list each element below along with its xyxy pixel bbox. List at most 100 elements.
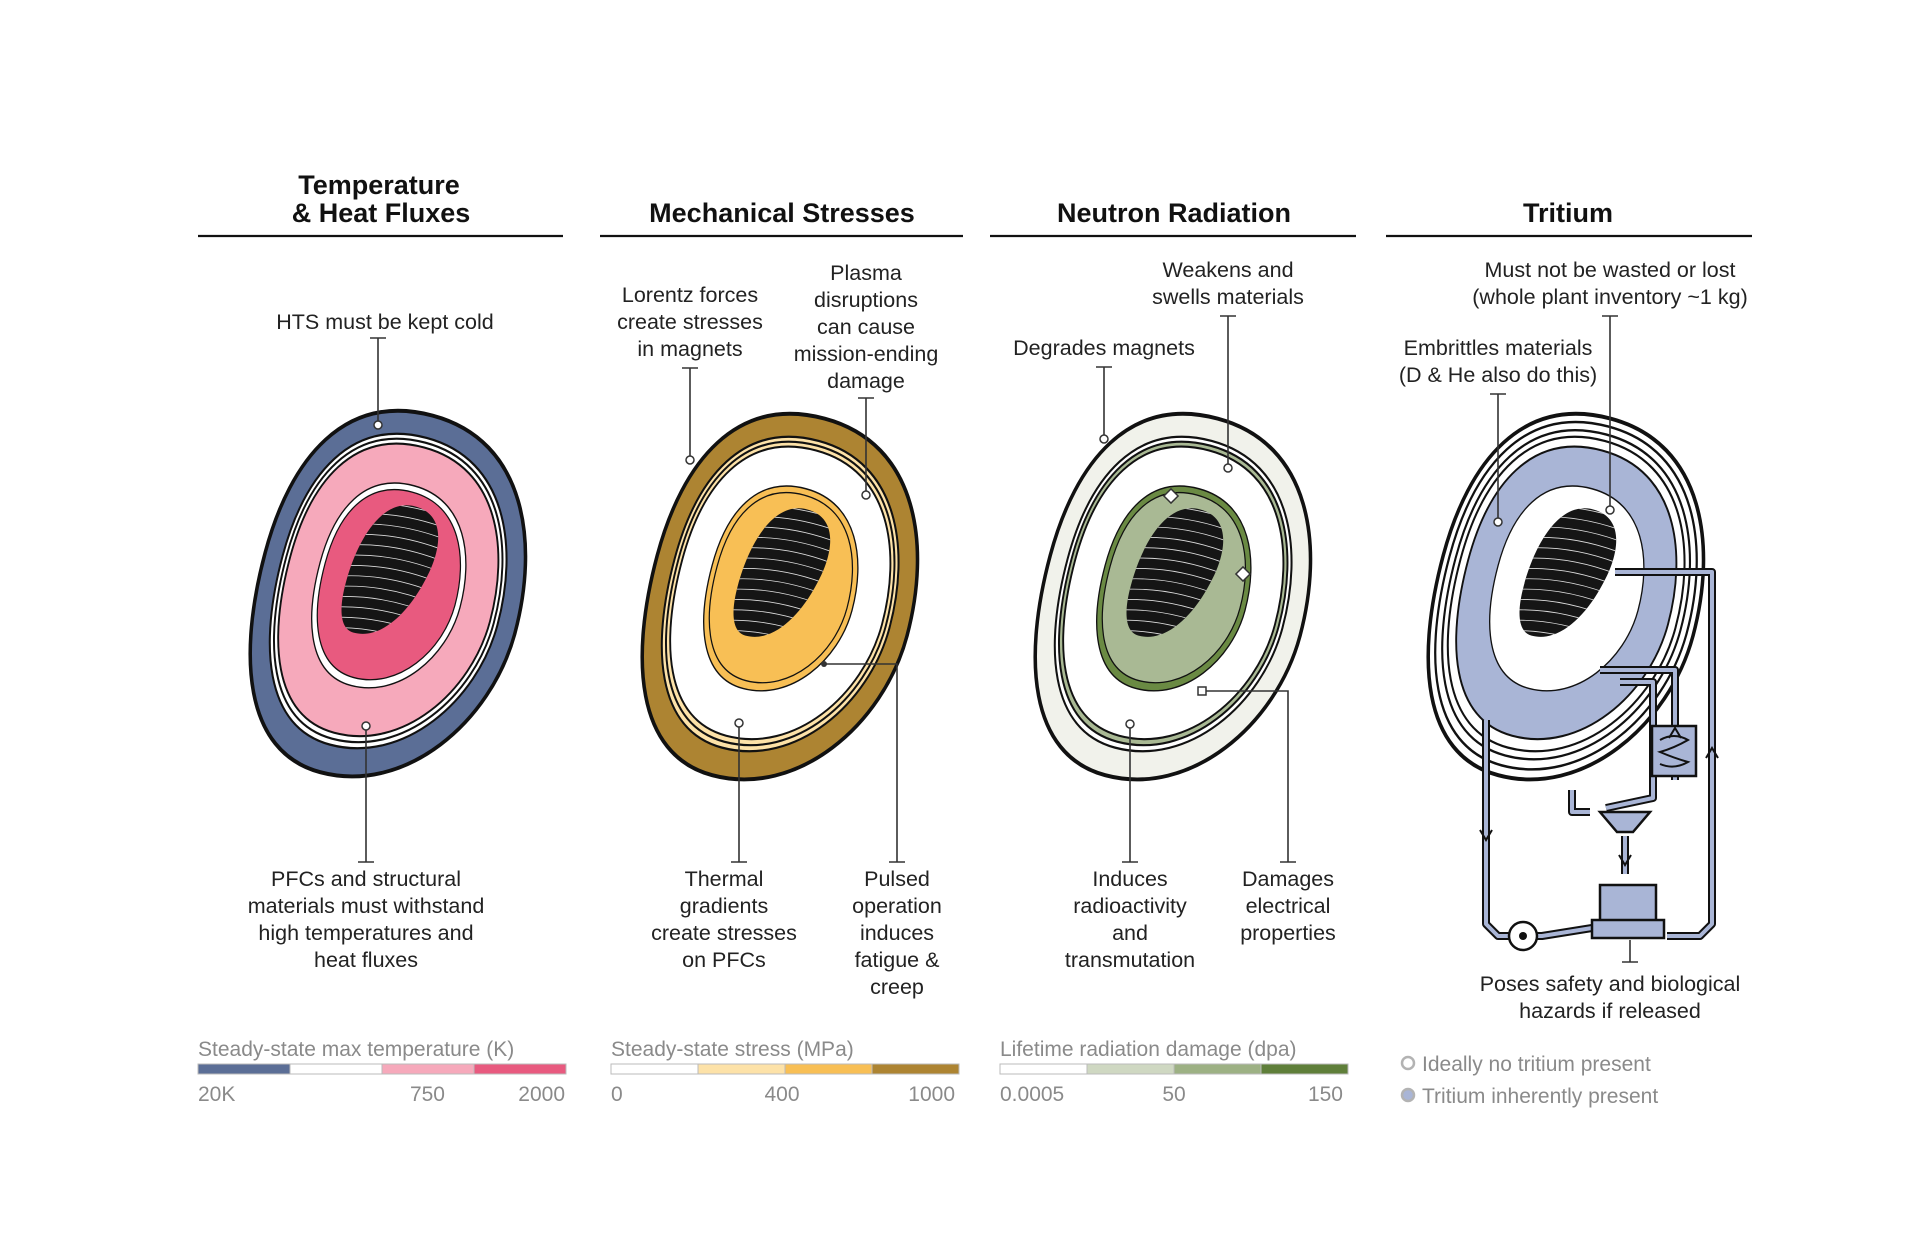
panel-mechanical: Mechanical Stresses Lorentz forces creat… — [600, 198, 963, 1106]
leader-line — [358, 728, 374, 863]
annotation-pulsed-line: creep — [870, 975, 924, 999]
legend-title: Steady-state stress (MPa) — [611, 1038, 854, 1061]
leader-line — [1220, 315, 1236, 466]
legend-title: Lifetime radiation damage (dpa) — [1000, 1038, 1297, 1061]
marker-diamond — [1162, 487, 1180, 505]
annotation-lorentz-line: Lorentz forces — [622, 283, 758, 307]
pump-hub — [1519, 932, 1527, 940]
torus-cross-section — [604, 383, 958, 817]
leader-line — [1206, 690, 1296, 863]
annotation-disruption-line: can cause — [817, 315, 915, 339]
legend-swatch — [1086, 1063, 1175, 1075]
legend-radiation: Lifetime radiation damage (dpa) 0.0005 5… — [999, 1038, 1349, 1106]
legend-swatch — [610, 1063, 699, 1075]
annotation-disruption-line: mission-ending — [794, 342, 939, 366]
leader-line — [1122, 726, 1138, 863]
leader-line — [731, 725, 747, 863]
leader-dot — [1099, 434, 1109, 444]
annotation-induces-line: Induces — [1092, 867, 1167, 891]
legend-tritium: Ideally no tritium present Tritium inher… — [1400, 1053, 1658, 1108]
panel-title: Neutron Radiation — [1057, 198, 1291, 228]
legend-marker — [1400, 1087, 1416, 1103]
legend-title: Steady-state max temperature (K) — [198, 1038, 514, 1061]
flow-arrow-icon — [1668, 726, 1682, 739]
separator-funnel — [1597, 810, 1653, 834]
annotation-disruption-line: damage — [827, 369, 905, 393]
flow-arrow-icon — [1705, 746, 1719, 759]
annotation-pfc-line: materials must withstand — [248, 894, 485, 918]
panel-title: Mechanical Stresses — [649, 198, 915, 228]
leader-dot — [1125, 719, 1135, 729]
legend-tick: 400 — [764, 1083, 799, 1106]
leader-dot — [1493, 517, 1503, 527]
legend-tick: 20K — [198, 1083, 235, 1106]
legend-tick: 2000 — [518, 1083, 565, 1106]
annotation-pfc-line: heat fluxes — [314, 948, 418, 972]
annotation-weakens-line: Weakens and — [1162, 258, 1293, 282]
annotation-pulsed-line: Pulsed — [864, 867, 930, 891]
annotation-thermal-line: Thermal — [685, 867, 764, 891]
annotation-induces-line: radioactivity — [1073, 894, 1187, 918]
leader-line — [1622, 940, 1638, 963]
annotation-damages-line: properties — [1240, 921, 1336, 945]
annotation-hts-cold: HTS must be kept cold — [276, 310, 493, 334]
panel-neutron: Neutron Radiation Degrades magnets Weake… — [990, 198, 1356, 1106]
torus-cross-section — [212, 380, 566, 814]
panel-title-line: Temperature — [298, 170, 460, 200]
annotation-pulsed-line: induces — [860, 921, 934, 945]
annotation-hazard-line: Poses safety and biological — [1480, 972, 1741, 996]
annotation-embrittles-line: (D & He also do this) — [1399, 363, 1597, 387]
flow-arrow-icon — [1618, 854, 1632, 867]
annotation-damages-line: Damages — [1242, 867, 1334, 891]
legend-swatch — [697, 1063, 786, 1075]
legend-stress: Steady-state stress (MPa) 0 400 1000 — [610, 1038, 960, 1106]
annotation-lorentz-line: create stresses — [617, 310, 763, 334]
panel-tritium: Tritium Must not — [1386, 198, 1752, 1108]
annotation-pulsed-line: operation — [852, 894, 942, 918]
annotation-disruption-line: Plasma — [830, 261, 902, 285]
tritium-fuel-cycle — [1482, 568, 1716, 940]
leader-line — [825, 663, 905, 863]
leader-line — [1602, 315, 1618, 508]
leader-dot — [821, 661, 827, 667]
legend-swatch — [871, 1063, 960, 1075]
processing-unit — [1598, 883, 1658, 925]
annotation-pulsed-line: fatigue & — [855, 948, 940, 972]
legend-swatch — [197, 1063, 291, 1075]
legend-tick: 150 — [1308, 1083, 1343, 1106]
annotation-induces-line: transmutation — [1065, 948, 1195, 972]
annotation-weakens-line: swells materials — [1152, 285, 1304, 309]
leader-dot — [861, 490, 871, 500]
leader-line — [370, 337, 386, 423]
annotation-thermal-line: on PFCs — [682, 948, 766, 972]
leader-dot — [361, 721, 371, 731]
annotation-lorentz-line: in magnets — [637, 337, 742, 361]
annotation-hazard-line: hazards if released — [1519, 999, 1701, 1023]
legend-marker — [1400, 1055, 1416, 1071]
legend-item-label: Ideally no tritium present — [1422, 1053, 1651, 1076]
legend-swatch — [999, 1063, 1088, 1075]
processing-base — [1590, 918, 1666, 940]
leader-dot — [1223, 463, 1233, 473]
heat-exchanger — [1650, 724, 1698, 778]
legend-tick: 750 — [410, 1083, 445, 1106]
legend-tick: 1000 — [908, 1083, 955, 1106]
legend-tick: 50 — [1162, 1083, 1185, 1106]
marker-diamond — [1234, 565, 1252, 583]
leader-line — [682, 367, 698, 458]
legend-tick: 0 — [611, 1083, 623, 1106]
annotation-thermal-line: create stresses — [651, 921, 797, 945]
legend-item-label: Tritium inherently present — [1422, 1085, 1658, 1108]
leader-dot — [685, 455, 695, 465]
annotation-induces-line: and — [1112, 921, 1148, 945]
leader-line — [1096, 366, 1112, 437]
annotation-embrittles-line: Embrittles materials — [1404, 336, 1593, 360]
annotation-disruption-line: disruptions — [814, 288, 918, 312]
annotation-pfc-line: high temperatures and — [258, 921, 473, 945]
torus-cross-section — [997, 383, 1351, 817]
annotation-pfc-line: PFCs and structural — [271, 867, 461, 891]
legend-temperature: Steady-state max temperature (K) 20K 750… — [197, 1038, 567, 1106]
panel-title: Tritium — [1523, 198, 1613, 228]
leader-dot — [1605, 505, 1615, 515]
leader-line — [1490, 393, 1506, 520]
